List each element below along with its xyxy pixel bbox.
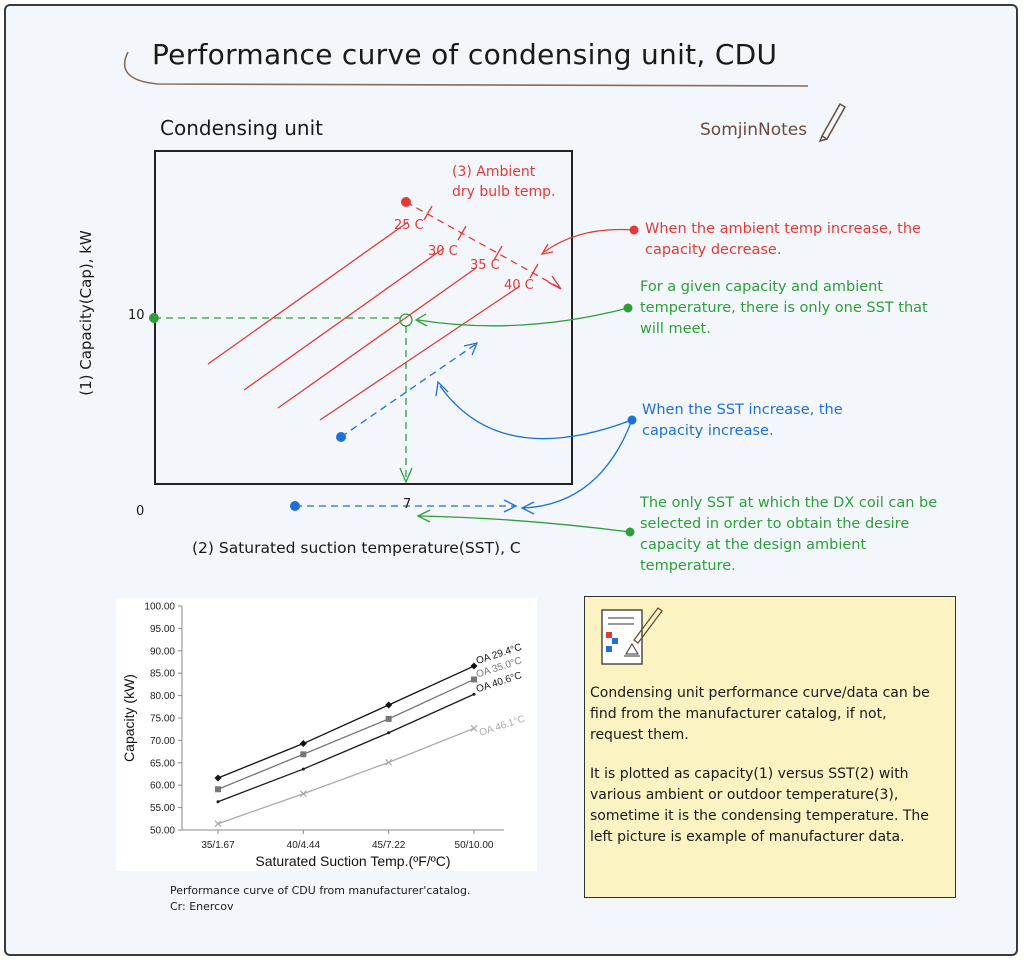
green-bottom-connector	[419, 515, 631, 533]
series-line	[217, 665, 475, 779]
y-tick-label: 75.00	[150, 714, 175, 725]
x-axis-label: (2) Saturated suction temperature(SST), …	[192, 539, 521, 557]
temp-label-30: 30 C	[428, 244, 458, 259]
y-tick-label: 85.00	[150, 669, 175, 680]
note-single-sst: For a given capacity and ambient tempera…	[640, 279, 928, 337]
data-point	[385, 758, 393, 766]
title-underline-stroke	[123, 51, 809, 87]
y-tick-label: 65.00	[150, 758, 175, 769]
y-tick-label: 80.00	[150, 691, 175, 702]
temp-label-40: 40 C	[504, 278, 534, 293]
ambient-line-35	[277, 267, 477, 409]
ambient-line-40	[319, 285, 521, 421]
chart-caption-line1: Performance curve of CDU from manufactur…	[170, 884, 471, 897]
note-card-paragraph-1: Condensing unit performance curve/data c…	[590, 685, 930, 743]
red-connector	[543, 228, 635, 253]
note-card-paragraph-2: It is plotted as capacity(1) versus SST(…	[590, 766, 929, 845]
data-point	[387, 731, 391, 735]
temp-label-25: 25 C	[394, 218, 424, 233]
data-point	[300, 751, 307, 758]
y-tick-label: 70.00	[150, 736, 175, 747]
page-title: Performance curve of condensing unit, CD…	[152, 38, 778, 71]
pencil-icon	[818, 102, 847, 142]
data-point	[471, 676, 477, 683]
data-point	[214, 774, 222, 782]
y-tick-10: 10	[128, 308, 145, 323]
blue-connector-upper	[439, 385, 633, 440]
x-tick-label: 35/1.67	[201, 840, 235, 851]
data-point	[215, 786, 221, 793]
note-card	[584, 596, 956, 898]
data-point	[385, 715, 392, 722]
note-dx-coil-selection: The only SST at which the DX coil can be…	[640, 495, 938, 574]
manufacturer-chart-svg: 50.00 55.00 60.00 65.00 70.00 75.00 80.00 85.00…	[121, 602, 526, 870]
series-line	[217, 727, 475, 825]
note-ambient-capacity: When the ambient temp increase, the capa…	[645, 221, 921, 258]
y-axis-label: (1) Capacity(Cap), kW	[77, 230, 95, 396]
ambient-line-30	[243, 247, 445, 391]
document-pen-icon	[601, 607, 663, 665]
data-point	[299, 790, 307, 798]
blue-connector-lower	[523, 419, 633, 509]
data-point	[216, 800, 220, 804]
chart-x-label: Saturated Suction Temp.(ºF/ºC)	[255, 853, 450, 869]
series-line	[217, 678, 475, 790]
origin-label: 0	[136, 504, 145, 519]
note-sst-capacity: When the SST increase, the capacity incr…	[642, 402, 843, 439]
data-point	[214, 820, 222, 828]
y-tick-label: 50.00	[150, 826, 175, 837]
green-top-connector	[417, 307, 629, 327]
x-tick-label: 45/7.22	[372, 840, 406, 851]
diagram-heading: Condensing unit	[160, 116, 324, 140]
chart-y-label: Capacity (kW)	[121, 674, 137, 762]
ambient-line-25	[207, 221, 409, 365]
data-point	[470, 662, 478, 670]
series-label: OA 46.1°C	[478, 714, 526, 739]
y-tick-label: 95.00	[150, 624, 175, 635]
manufacturer-chart: 50.00 55.00 60.00 65.00 70.00 75.00 80.00 85.00…	[116, 598, 537, 871]
data-point	[470, 724, 478, 732]
ambient-label-line2: dry bulb temp.	[452, 184, 556, 200]
x-tick-7: 7	[403, 497, 412, 512]
y-tick-label: 90.00	[150, 646, 175, 657]
blue-diagonal-dashed	[340, 343, 477, 438]
x-tick-label: 40/4.44	[287, 840, 321, 851]
brand-logo: SomjinNotes	[700, 120, 808, 140]
chart-caption-line2: Cr: Enercov	[170, 900, 234, 913]
y-tick-label: 60.00	[150, 781, 175, 792]
y-tick-label: 100.00	[144, 602, 175, 613]
red-dashed-arrow	[405, 201, 561, 289]
data-point	[299, 740, 307, 748]
x-tick-label: 50/10.00	[455, 840, 494, 851]
data-point	[301, 767, 305, 771]
y-tick-label: 55.00	[150, 803, 175, 814]
temp-label-35: 35 C	[470, 258, 500, 273]
chart-caption: Performance curve of CDU from manufactur…	[170, 883, 550, 915]
series-line	[217, 693, 475, 803]
ambient-label-line1: (3) Ambient	[452, 164, 536, 180]
data-point	[472, 692, 476, 696]
data-point	[385, 701, 393, 709]
